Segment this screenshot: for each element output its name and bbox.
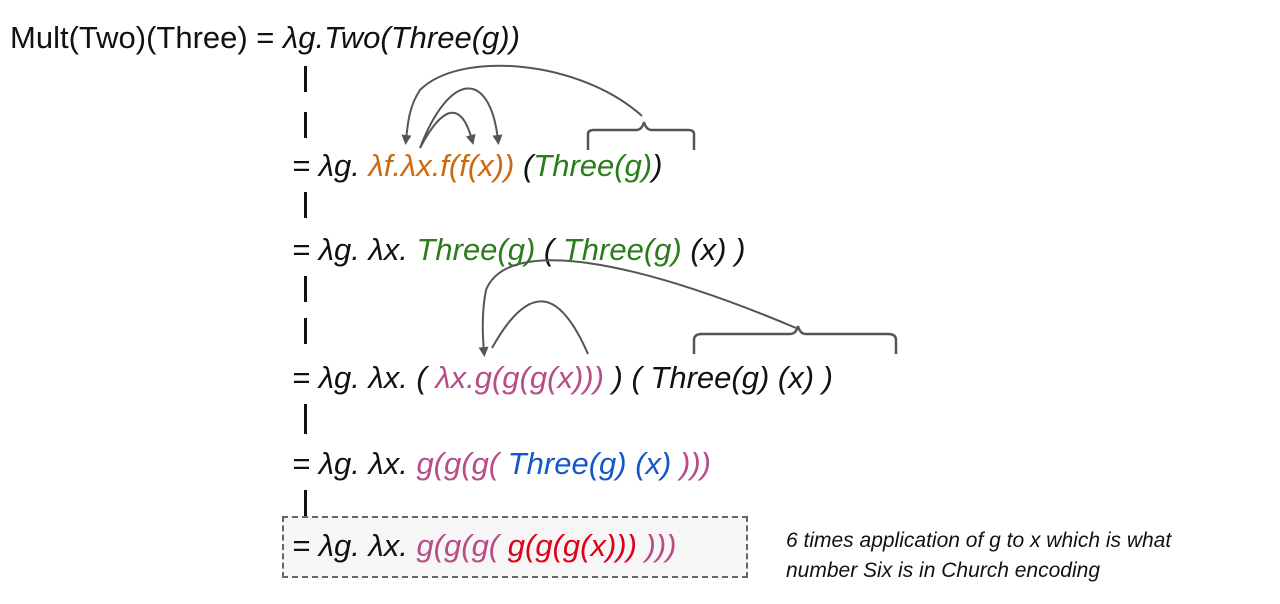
step-5: = λg. λx. g(g(g( g(g(g(x))) ))) bbox=[292, 526, 677, 566]
step-5-prefix: = λg. λx. bbox=[292, 528, 417, 563]
arrow-f-to-f1 bbox=[419, 111, 476, 149]
step-4-g3close: ))) bbox=[671, 446, 711, 481]
connector-0-1b bbox=[304, 112, 307, 138]
step-1-arg: Three(g) bbox=[533, 148, 653, 183]
connector-3-4 bbox=[304, 404, 307, 434]
step-2: = λg. λx. Three(g) ( Three(g) (x) ) bbox=[292, 230, 745, 270]
brace-line-1 bbox=[586, 121, 696, 150]
step-2-mid: ( bbox=[535, 232, 563, 267]
step-1: = λg. λf.λx.f(f(x)) (Three(g)) bbox=[292, 146, 662, 186]
arrow-inner-x bbox=[491, 300, 589, 355]
connector-0-1 bbox=[304, 66, 307, 92]
result-note: 6 times application of g to x which is w… bbox=[786, 526, 1171, 586]
step-5-inner: g(g(g(x))) bbox=[507, 528, 637, 563]
step-4-inner: Three(g) (x) bbox=[507, 446, 672, 481]
step-3-prefix: = λg. λx. ( bbox=[292, 360, 436, 395]
step-3: = λg. λx. ( λx.g(g(g(x))) ) ( Three(g) (… bbox=[292, 358, 833, 398]
connector-4-5 bbox=[304, 490, 307, 516]
step-0-rhs: λg.Two(Three(g)) bbox=[283, 20, 520, 55]
step-0-lhs: Mult(Two)(Three) = bbox=[10, 20, 284, 55]
step-2-f2: Three(g) bbox=[562, 232, 682, 267]
step-2-rest: (x) ) bbox=[681, 232, 746, 267]
two-definition: λf.λx.f(f(x)) bbox=[368, 148, 515, 183]
result-note-line-2: number Six is in Church encoding bbox=[786, 559, 1100, 582]
arrow-brace-to-f bbox=[401, 64, 643, 145]
step-5-g3open: g(g(g( bbox=[416, 528, 508, 563]
connector-2-3 bbox=[304, 276, 307, 302]
brace-line-3 bbox=[692, 325, 898, 354]
step-1-prefix: = λg. bbox=[292, 148, 369, 183]
step-4-g3open: g(g(g( bbox=[416, 446, 508, 481]
result-note-line-1: 6 times application of g to x which is w… bbox=[786, 529, 1172, 552]
step-1-close: ) bbox=[652, 148, 663, 183]
step-4-prefix: = λg. λx. bbox=[292, 446, 417, 481]
step-2-prefix: = λg. λx. bbox=[292, 232, 417, 267]
connector-2-3b bbox=[304, 318, 307, 344]
step-5-g3close: ))) bbox=[636, 528, 677, 563]
step-1-open: ( bbox=[514, 148, 534, 183]
three-definition: λx.g(g(g(x))) bbox=[435, 360, 604, 395]
step-2-f1: Three(g) bbox=[416, 232, 536, 267]
step-4: = λg. λx. g(g(g( Three(g) (x) ))) bbox=[292, 444, 711, 484]
arrow-f-to-f2 bbox=[419, 87, 503, 149]
arrow-brace-to-x bbox=[478, 259, 797, 357]
result-highlight-box bbox=[282, 516, 748, 578]
connector-1-2 bbox=[304, 192, 307, 218]
step-3-mid: ) ( Three(g) (x) ) bbox=[603, 360, 833, 395]
step-0: Mult(Two)(Three) = λg.Two(Three(g)) bbox=[10, 18, 520, 58]
